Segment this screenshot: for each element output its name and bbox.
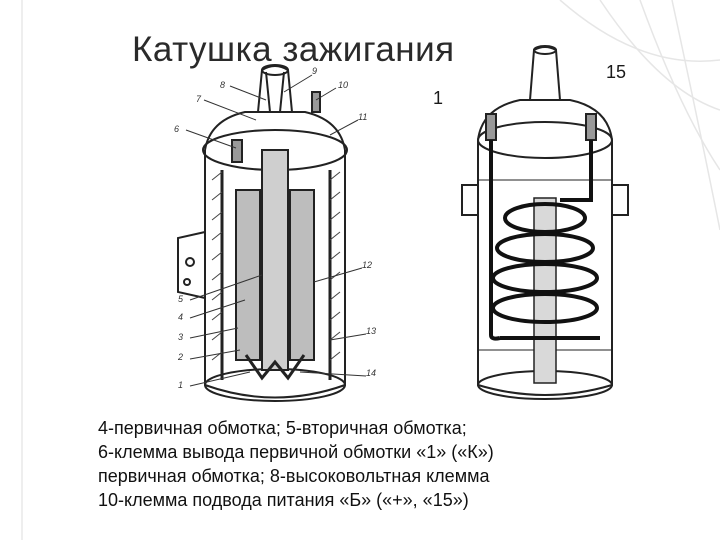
callout-2: 2 — [178, 352, 184, 362]
caption-line: 6-клемма вывода первичной обмотки «1» («… — [98, 442, 494, 462]
terminal-15-label: 15 — [606, 62, 627, 82]
callout-12: 12 — [362, 260, 373, 270]
caption: 4-первичная обмотка; 5-вторичная обмотка… — [98, 416, 618, 512]
callout-7: 7 — [196, 94, 202, 104]
terminal-1-label: 1 — [433, 88, 444, 108]
caption-line: первичная обмотка; 8-высоковольтная клем… — [98, 466, 490, 486]
callout-9: 9 — [312, 66, 318, 76]
caption-line: 10-клемма подвода питания «Б» («+», «15»… — [98, 490, 469, 510]
callout-4: 4 — [178, 312, 184, 322]
callout-8: 8 — [220, 80, 226, 90]
callout-6: 6 — [174, 124, 180, 134]
slide-title: Катушка зажигания — [132, 30, 455, 69]
callout-3: 3 — [178, 332, 184, 342]
caption-line: 4-первичная обмотка; 5-вторичная обмотка… — [98, 418, 467, 438]
callout-14: 14 — [366, 368, 377, 378]
callout-1: 1 — [178, 380, 184, 390]
callout-11: 11 — [358, 112, 368, 122]
callout-5: 5 — [178, 294, 184, 304]
callout-13: 13 — [366, 326, 377, 336]
callout-10: 10 — [338, 80, 349, 90]
